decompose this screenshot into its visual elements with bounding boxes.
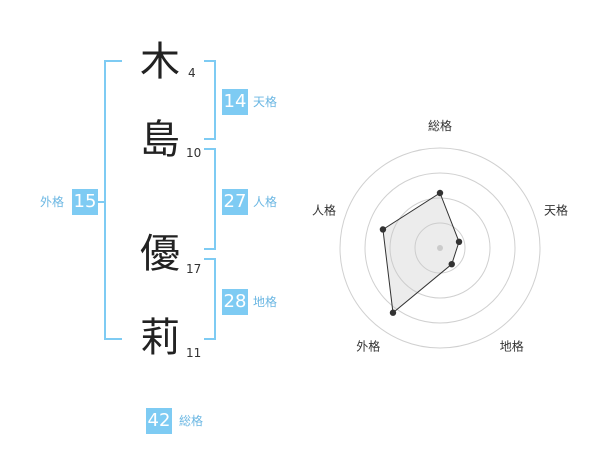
name-char-3: 優	[140, 231, 180, 277]
ten-kaku-label: 天格	[253, 95, 278, 109]
radar-axis-label-0: 総格	[428, 118, 452, 133]
stroke-count-3: 17	[186, 262, 202, 276]
chi-bracket-vertical	[214, 258, 216, 340]
radar-ring-1	[414, 222, 466, 274]
jin-bracket-top	[204, 148, 216, 150]
radar-axis-label-3: 外格	[356, 339, 380, 354]
sou-kaku-value: 42	[146, 408, 172, 434]
outer-bracket-bottom	[104, 338, 122, 340]
outer-bracket-top	[104, 60, 122, 62]
radar-point-0	[436, 189, 444, 197]
stroke-count-1: 4	[188, 66, 196, 80]
radar-series-area	[382, 192, 460, 314]
outer-bracket-vertical	[104, 60, 106, 340]
outer-bracket-stub	[98, 201, 106, 203]
ten-bracket-top	[204, 60, 216, 62]
radar-axis-label-4: 人格	[312, 202, 336, 217]
radar-ring-3	[364, 172, 516, 324]
radar-axis-label-1: 天格	[544, 202, 568, 217]
chi-kaku-label: 地格	[253, 295, 278, 309]
gai-kaku-value: 15	[72, 189, 98, 215]
name-char-2: 島	[140, 117, 180, 163]
radar-ring-4	[339, 147, 541, 349]
chi-bracket-bottom	[204, 338, 216, 340]
ten-kaku-value: 14	[222, 89, 248, 115]
sou-kaku-label: 総格	[179, 414, 204, 428]
jin-bracket-vertical	[214, 148, 216, 250]
stroke-count-4: 11	[186, 346, 202, 360]
name-char-4: 莉	[140, 315, 180, 361]
name-char-1: 木	[140, 39, 180, 85]
ten-bracket-vertical	[214, 60, 216, 140]
radar-point-1	[455, 238, 463, 246]
radar-ring-2	[389, 197, 491, 299]
radar-point-2	[448, 260, 455, 268]
chi-kaku-value: 28	[222, 289, 248, 315]
radar-point-3	[389, 309, 397, 316]
ten-bracket-bottom	[204, 138, 216, 140]
radar-center	[437, 245, 443, 251]
jin-bracket-bottom	[204, 248, 216, 250]
radar-point-4	[379, 226, 387, 233]
radar-axis-label-2: 地格	[500, 339, 524, 354]
jin-kaku-label: 人格	[253, 195, 278, 209]
gai-kaku-label: 外格	[40, 195, 65, 209]
stroke-count-2: 10	[186, 146, 202, 160]
chi-bracket-top	[204, 258, 216, 260]
jin-kaku-value: 27	[222, 189, 248, 215]
